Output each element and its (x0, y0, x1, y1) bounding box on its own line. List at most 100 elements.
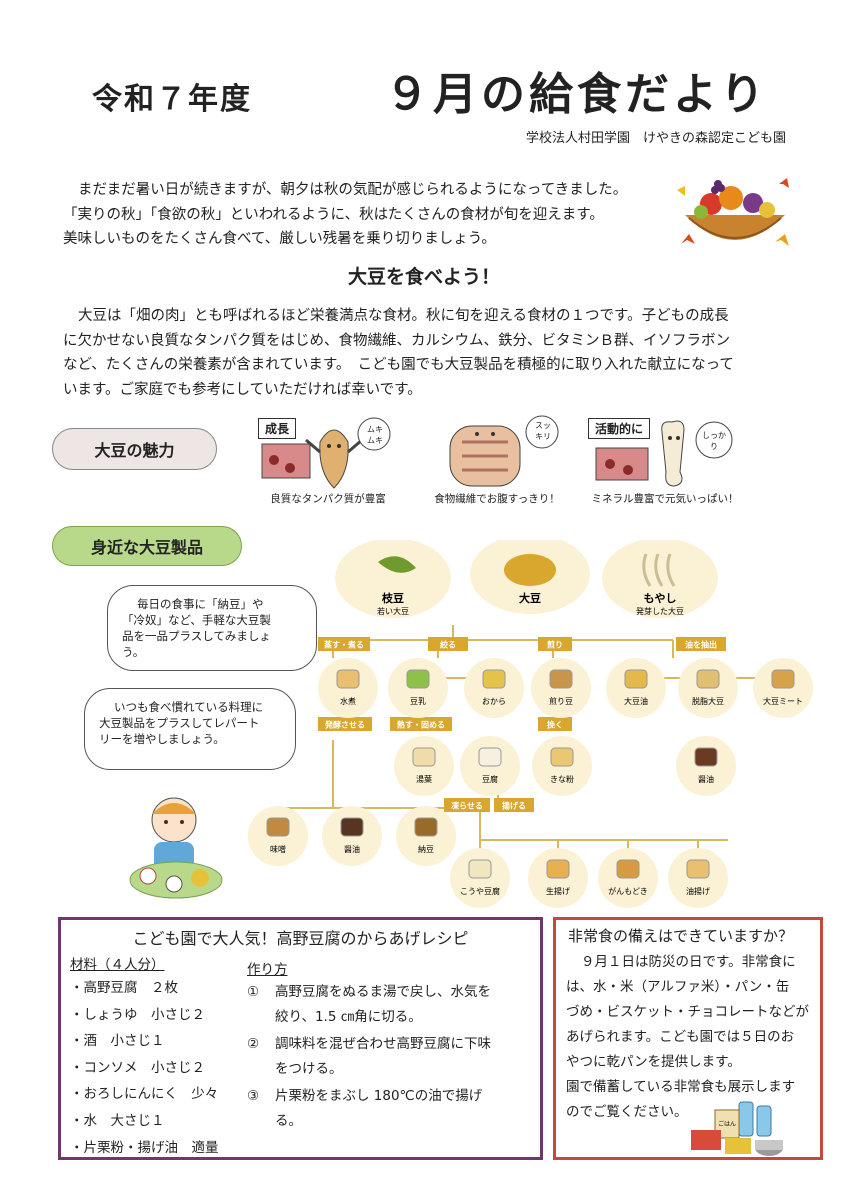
ingredients-heading: 材料（４人分） (70, 957, 165, 973)
product-node: 湯葉 (394, 736, 454, 796)
soy-product-tree: 枝豆 若い大豆 大豆 もやし 発芽した大豆 蒸す・煮る絞る煎り油を抽出発酵させる… (248, 540, 813, 908)
product-name: こうや豆腐 (460, 886, 500, 896)
moyashi-sub: 発芽した大豆 (636, 606, 684, 616)
supplies-label: ごはん (718, 1120, 736, 1128)
product-node: 納豆 (396, 806, 456, 866)
soy-line: 大豆は「畑の肉」とも呼ばれるほど栄養満点な食材。秋に旬を迎える食材の１つです。子… (78, 308, 729, 324)
process-tag: 熱す・固める (390, 717, 452, 731)
emergency-title: 非常食の備えはできていますか？ (568, 927, 794, 945)
product-icon (694, 747, 718, 767)
bubble-line: リーを増やしましょう。 (99, 732, 225, 746)
speech-bubble-natto: 毎日の食事に「納豆」や 「冷奴」など、手軽な大豆製 品を一品プラスしてみましょ … (107, 585, 317, 671)
product-name: 水煮 (340, 696, 356, 706)
process-tag: 絞る (428, 637, 468, 651)
product-icon (266, 817, 290, 837)
product-node: こうや豆腐 (450, 848, 510, 908)
active-tag: 活動的に (588, 418, 651, 439)
bone-icon (595, 420, 733, 487)
step-number: ① (247, 984, 260, 1000)
ingredient-item: ・しょうゆ 小さじ２ (70, 1006, 205, 1023)
bubble-line: 大豆製品をプラスしてレパート (99, 716, 260, 730)
product-name: 煎り豆 (549, 696, 573, 706)
product-name: 醤油 (698, 774, 714, 784)
process-tag: 揚げる (494, 798, 534, 812)
recipe-title: こども園で大人気！高野豆腐のからあげレシピ (132, 929, 469, 948)
recipe-step: ③ 片栗粉をまぶし 180℃の油で揚げる。 (247, 1084, 532, 1134)
step-text: をつける。 (275, 1061, 343, 1077)
benefit-growth-caption: 良質なタンパク質が豊富 (270, 493, 386, 505)
svg-text:凍らせる: 凍らせる (451, 801, 483, 811)
bubble-line: いつも食べ慣れている料理に (114, 700, 264, 714)
product-node: 豆腐 (460, 736, 520, 796)
product-name: 大豆ミート (763, 696, 803, 706)
product-node: きな粉 (532, 736, 592, 796)
process-tag: 発酵させる (318, 717, 372, 731)
product-node: 味噌 (248, 806, 308, 866)
benefit-minerals: 活動的に しっかり (588, 412, 748, 492)
autumn-fruit-basket-illustration (677, 178, 789, 246)
product-node: がんもどき (598, 848, 658, 908)
intro-line: まだまだ暑い日が続きますが、朝夕は秋の気配が感じられるようになってきました。 (78, 182, 628, 198)
product-nodes: 水煮豆乳おから煎り豆大豆油脱脂大豆大豆ミート湯葉豆腐きな粉醤油味噌醤油納豆こうや… (248, 658, 813, 908)
child-eating-illustration (129, 797, 223, 899)
fiber-bubble: スッキリ (535, 421, 551, 441)
svg-text:熱す・固める: 熱す・固める (397, 720, 445, 730)
product-icon (686, 859, 710, 879)
soybean-icon (504, 554, 556, 586)
soy-line: など、たくさんの栄養素が含まれています。 こども園でも大豆製品を積極的に取り入れ… (63, 357, 734, 373)
product-name: 湯葉 (416, 774, 432, 784)
product-node: 油揚げ (668, 848, 728, 908)
emergency-food-box (553, 917, 823, 1160)
bean-sprout-icon (642, 553, 676, 587)
step-text: 調味料を混ぜ合わせ高野豆腐に下味 (275, 1036, 491, 1052)
product-name: 醤油 (344, 844, 360, 854)
product-node: 煎り豆 (531, 658, 591, 718)
emergency-line: あげられます。こども園では５日のお (566, 1029, 795, 1045)
product-name: 大豆油 (624, 696, 648, 706)
process-tag: 挽く (538, 717, 572, 731)
bubble-line: 品を一品プラスしてみましょ (122, 629, 271, 643)
speech-bubble-repertoire: いつも食べ慣れている料理に 大豆製品をプラスしてレパート リーを増やしましょう。 (84, 688, 296, 770)
process-tags: 蒸す・煮る絞る煎り油を抽出発酵させる熱す・固める挽く凍らせる揚げる (318, 637, 726, 812)
ingredient-item: ・おろしにんにく 少々 (70, 1086, 219, 1103)
product-name: きな粉 (550, 774, 574, 784)
bubble-line: 「冷奴」など、手軽な大豆製 (122, 613, 271, 627)
emergency-line: づめ・ビスケット・チョコレートなどが (566, 1004, 809, 1020)
soy-products-label: 身近な大豆製品 (52, 526, 242, 566)
growth-tag: 成長 (258, 418, 297, 439)
svg-text:揚げる: 揚げる (502, 801, 526, 811)
soy-line: に欠かせない良質なタンパク質をはじめ、食物繊維、カルシウム、鉄分、ビタミンＢ群、… (63, 332, 730, 349)
ingredients-list: ・高野豆腐 ２枚 ・しょうゆ 小さじ２ ・酒 小さじ１ ・コンソメ 小さじ２ ・… (70, 975, 219, 1161)
product-name: 生揚げ (546, 886, 570, 896)
daizu-name: 大豆 (519, 591, 541, 605)
edamame-circle (335, 540, 451, 618)
step-text: 高野豆腐をぬるま湯で戻し、水気を (275, 984, 491, 1000)
emergency-line: 園で備蓄している非常食も展示します (566, 1079, 796, 1095)
steps-list: ① 高野豆腐をぬるま湯で戻し、水気を絞り、1.5 ㎝角に切る。 ② 調味料を混ぜ… (247, 980, 532, 1136)
step-text: る。 (275, 1113, 302, 1129)
product-icon (771, 669, 795, 689)
ingredient-item: ・コンソメ 小さじ２ (70, 1059, 205, 1076)
product-node: 大豆油 (606, 658, 666, 718)
intro-line: 「実りの秋」「食欲の秋」といわれるように、秋はたくさんの食材が旬を迎えます。 (63, 206, 604, 223)
emergency-supplies-illustration: ごはん (691, 1101, 783, 1156)
ingredient-item: ・高野豆腐 ２枚 (70, 980, 178, 996)
product-icon (412, 747, 436, 767)
process-tag: 油を抽出 (676, 637, 726, 651)
product-name: 豆腐 (482, 774, 498, 784)
benefit-minerals-caption: ミネラル豊富で元気いっぱい！ (591, 493, 739, 505)
recipe-step: ② 調味料を混ぜ合わせ高野豆腐に下味をつける。 (247, 1032, 532, 1082)
step-number: ③ (247, 1088, 260, 1104)
muscle-bean-icon (261, 417, 391, 489)
emergency-paragraph: ９月１日は防災の日です。非常食に は、水・米（アルファ米）・パン・缶 づめ・ビス… (566, 950, 816, 1125)
growth-bubble: ムキムキ (367, 425, 383, 445)
moyashi-name: もやし (644, 592, 677, 605)
steps-heading: 作り方 (247, 962, 288, 978)
emergency-line: ９月１日は防災の日です。非常食に (581, 954, 796, 970)
svg-text:絞る: 絞る (440, 640, 456, 650)
svg-text:油を抽出: 油を抽出 (685, 640, 717, 650)
product-icon (340, 817, 364, 837)
edamame-icon (378, 556, 416, 573)
fiscal-year: 令和７年度 (92, 82, 252, 117)
product-icon (482, 669, 506, 689)
